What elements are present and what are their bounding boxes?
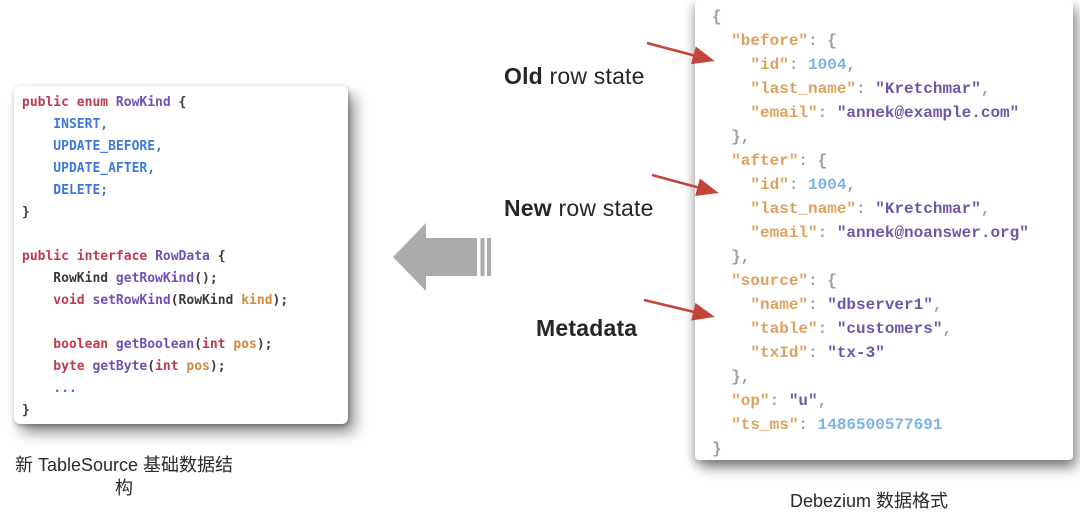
label-old-bold: Old <box>504 63 543 89</box>
code-card-caption-line1: 新 TableSource 基础数据结 <box>14 455 234 475</box>
debezium-json-card: { "before": { "id": 1004, "last_name": "… <box>695 0 1073 460</box>
label-new-bold: New <box>504 195 552 221</box>
rowdata-code-listing: public enum RowKind { INSERT, UPDATE_BEF… <box>22 95 289 418</box>
label-new-rest: row state <box>551 195 654 221</box>
json-card-caption: Debezium 数据格式 <box>790 491 949 511</box>
rowdata-code-card: public enum RowKind { INSERT, UPDATE_BEF… <box>14 86 348 424</box>
label-old-rest: row state <box>542 63 645 89</box>
code-card-caption: 新 TableSource 基础数据结 构 <box>10 454 238 500</box>
gray-left-block-arrow-icon <box>393 223 491 291</box>
label-metadata: Metadata <box>536 315 637 342</box>
label-new-row-state: New row state <box>504 195 654 222</box>
code-card-caption-line2: 构 <box>115 478 133 498</box>
debezium-json-listing: { "before": { "id": 1004, "last_name": "… <box>712 8 1029 458</box>
label-old-row-state: Old row state <box>504 63 645 90</box>
label-metadata-bold: Metadata <box>536 315 638 341</box>
